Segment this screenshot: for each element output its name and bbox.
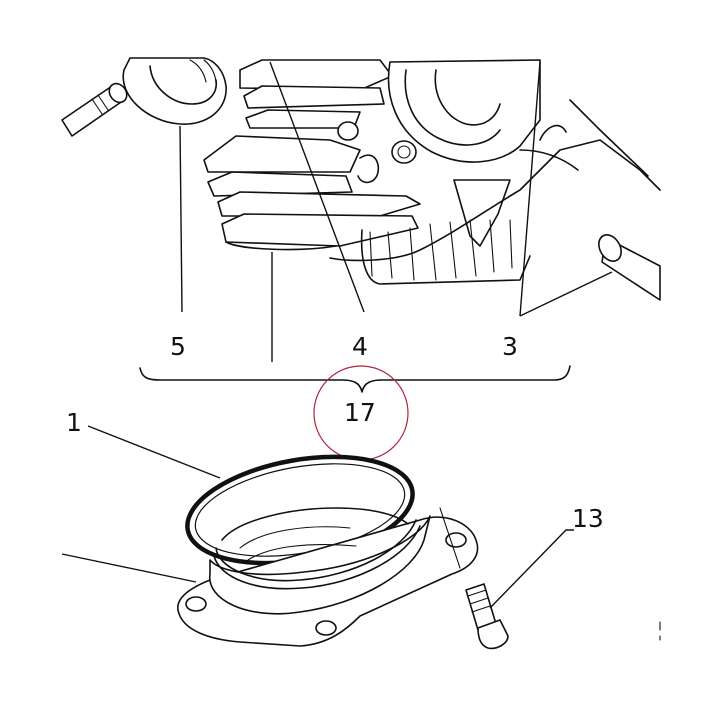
cylinder-body	[329, 59, 661, 285]
callout-5: 5	[170, 332, 186, 361]
dowel-pin	[61, 82, 128, 137]
cooling-fins	[203, 59, 421, 251]
callout-4: 4	[352, 332, 368, 361]
callout-1: 1	[66, 408, 82, 437]
group-bracket	[139, 365, 571, 393]
callout-13: 13	[572, 504, 604, 533]
lower-leader-lines	[61, 425, 574, 609]
flange-bolt	[439, 507, 509, 650]
upper-leader-lines	[179, 61, 613, 362]
cylinder-head-assembly	[61, 57, 661, 301]
callout-3: 3	[502, 332, 518, 361]
intake-flange	[177, 507, 479, 647]
right-bolt	[598, 234, 661, 301]
callout-17: 17	[344, 398, 376, 427]
seal-ring	[122, 57, 227, 125]
